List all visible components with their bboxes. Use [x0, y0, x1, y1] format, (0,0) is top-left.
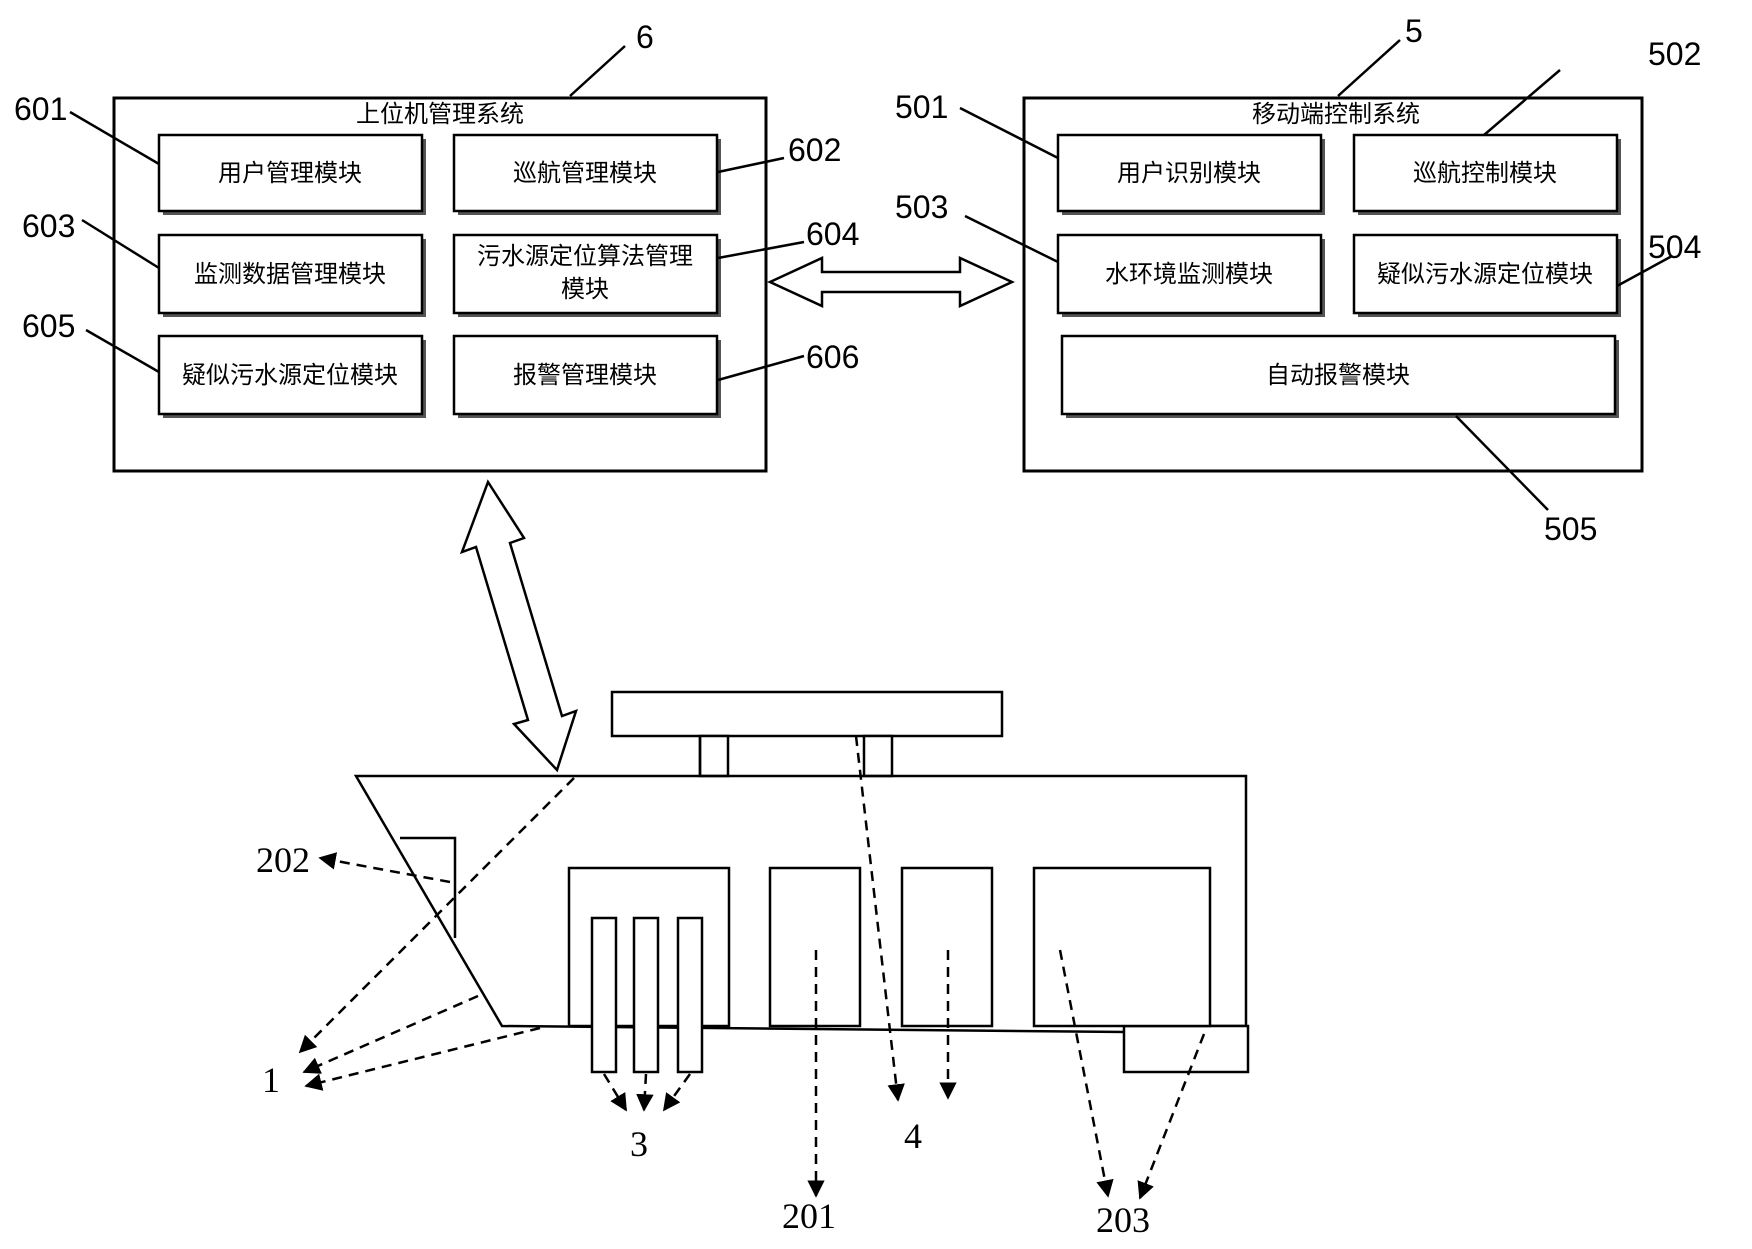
antenna-post-left [698, 734, 730, 778]
module-604-label-line1: 污水源定位算法管理 [477, 242, 693, 270]
boat-link-arrow [459, 479, 578, 773]
label-604: 604 [806, 216, 859, 252]
sensor-probe-2 [632, 916, 660, 1074]
label-505: 505 [1544, 511, 1597, 547]
module-503: 水环境监测模块 503 [895, 189, 1325, 317]
sensor-probe-3 [676, 916, 704, 1074]
label-601: 601 [14, 91, 67, 127]
mobile-system-title: 移动端控制系统 [1252, 100, 1420, 128]
module-603-label: 监测数据管理模块 [194, 260, 386, 288]
label-503: 503 [895, 189, 948, 225]
label-602: 602 [788, 132, 841, 168]
upper-system-title: 上位机管理系统 [356, 100, 524, 128]
module-603: 监测数据管理模块 603 [22, 208, 426, 317]
label-202: 202 [256, 840, 310, 880]
module-502: 巡航控制模块 502 [1352, 36, 1701, 215]
module-606-label: 报警管理模块 [513, 361, 657, 389]
module-504: 疑似污水源定位模块 504 [1352, 229, 1701, 317]
leader-arrows [298, 735, 1206, 1200]
module-601-label: 用户管理模块 [218, 159, 362, 187]
label-3: 3 [630, 1124, 648, 1164]
bow-compartment [400, 836, 457, 938]
system-link-arrow [767, 256, 1015, 308]
module-505: 自动报警模块 505 [1060, 334, 1619, 547]
mobile-system-number: 5 [1405, 13, 1423, 49]
label-4: 4 [904, 1116, 922, 1156]
module-602: 巡航管理模块 602 [452, 132, 841, 215]
label-606: 606 [806, 339, 859, 375]
module-501-label: 用户识别模块 [1117, 159, 1261, 187]
stern-box [1122, 1024, 1250, 1074]
label-201: 201 [782, 1196, 836, 1236]
upper-system: 上位机管理系统 6 用户管理模块 601 巡航管理模块 602 监测数据管理模块… [14, 19, 859, 473]
antenna-post-right [862, 734, 894, 778]
label-1: 1 [262, 1060, 280, 1100]
label-605: 605 [22, 308, 75, 344]
antenna-plate [610, 690, 1004, 738]
module-605-label: 疑似污水源定位模块 [182, 361, 398, 389]
compartment-4 [900, 866, 994, 1028]
sensor-probe-1 [590, 916, 618, 1074]
upper-system-number: 6 [636, 19, 654, 55]
module-502-label: 巡航控制模块 [1413, 159, 1557, 187]
label-203: 203 [1096, 1200, 1150, 1240]
label-603: 603 [22, 208, 75, 244]
module-505-label: 自动报警模块 [1266, 361, 1410, 389]
module-601: 用户管理模块 601 [14, 91, 426, 215]
compartment-201 [768, 866, 862, 1028]
label-504: 504 [1648, 229, 1701, 265]
module-604-label-line2: 模块 [561, 275, 609, 303]
module-602-label: 巡航管理模块 [513, 159, 657, 187]
module-606: 报警管理模块 606 [452, 334, 859, 418]
module-605: 疑似污水源定位模块 605 [22, 308, 426, 418]
module-604: 污水源定位算法管理 模块 604 [452, 216, 859, 317]
boat [353, 690, 1250, 1074]
label-502: 502 [1648, 36, 1701, 72]
module-504-label: 疑似污水源定位模块 [1377, 260, 1593, 288]
label-501: 501 [895, 89, 948, 125]
module-501: 用户识别模块 501 [895, 89, 1325, 215]
module-503-label: 水环境监测模块 [1105, 260, 1273, 288]
mobile-system: 移动端控制系统 5 用户识别模块 501 巡航控制模块 502 水环境监测模块 … [895, 13, 1701, 547]
compartment-203 [1032, 866, 1212, 1028]
